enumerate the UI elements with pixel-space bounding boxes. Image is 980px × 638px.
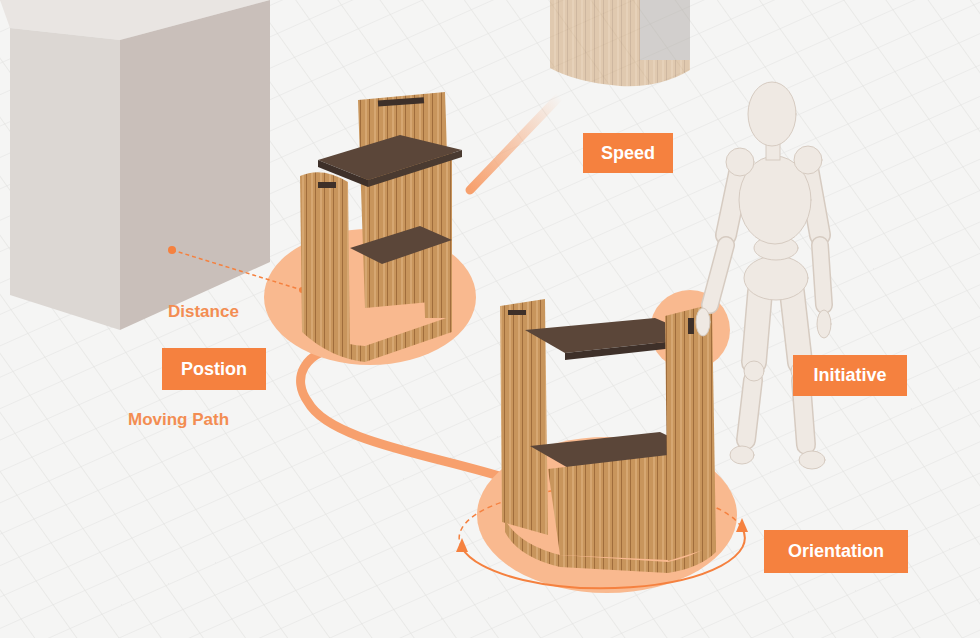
mannequin-limb <box>746 380 753 440</box>
robot-cabinet <box>500 299 716 573</box>
mannequin-pelvis <box>744 256 808 300</box>
mannequin-limb <box>710 245 726 305</box>
box-label: Orientation <box>788 541 884 562</box>
cabinet-handle <box>378 97 424 106</box>
annotation-text: Distance <box>168 302 239 322</box>
label-box: Orientation <box>764 530 908 573</box>
mannequin-foot <box>799 451 825 469</box>
distance-leader <box>172 250 302 290</box>
block-front <box>120 0 270 330</box>
mannequin-joint <box>744 361 764 381</box>
mannequin-limb <box>792 292 800 362</box>
box-label: Initiative <box>813 365 886 386</box>
label-box: Postion <box>162 348 266 390</box>
block-side <box>10 28 120 330</box>
mannequin-hand <box>696 308 710 336</box>
speed-trail <box>470 96 560 190</box>
label-box: Initiative <box>793 355 907 396</box>
human-mannequin <box>696 82 831 469</box>
cabinet-shelf <box>350 226 452 264</box>
mannequin-head <box>748 82 796 146</box>
box-label: Postion <box>181 359 247 380</box>
mannequin-limb <box>710 245 726 305</box>
faded-cabinet-panel <box>640 0 690 60</box>
mannequin-limb <box>754 292 760 362</box>
cabinet-handle <box>688 318 694 334</box>
annotation-text: Moving Path <box>128 410 229 430</box>
cabinet-front-panel <box>548 455 668 560</box>
mannequin-limb <box>726 168 740 235</box>
mannequin-limb <box>820 245 824 305</box>
mannequin-limb <box>726 168 740 235</box>
cabinet-handle <box>508 310 526 315</box>
cabinet-handle <box>318 182 336 188</box>
mannequin-limb <box>820 245 824 305</box>
robot-cabinet <box>300 92 462 362</box>
distance-dot <box>168 246 176 254</box>
orientation-arrowhead <box>736 518 748 532</box>
moving-path <box>301 345 512 480</box>
faded-cabinet <box>550 0 690 86</box>
mannequin-joint <box>794 146 822 174</box>
shelf-edge <box>368 150 462 187</box>
cabinet-base <box>302 316 452 362</box>
mannequin-limb <box>792 292 800 362</box>
box-label: Speed <box>601 143 655 164</box>
mannequin-foot <box>730 446 754 464</box>
label-box: Speed <box>583 133 673 173</box>
mannequin-limb <box>746 380 753 440</box>
cabinet-side-panel <box>665 304 716 561</box>
orientation-arrowhead <box>456 538 468 552</box>
mannequin-joint <box>726 148 754 176</box>
cabinet-base <box>505 520 716 573</box>
faded-cabinet-body <box>550 0 690 86</box>
mannequin-hand <box>817 310 831 338</box>
mannequin-limb <box>754 292 760 362</box>
